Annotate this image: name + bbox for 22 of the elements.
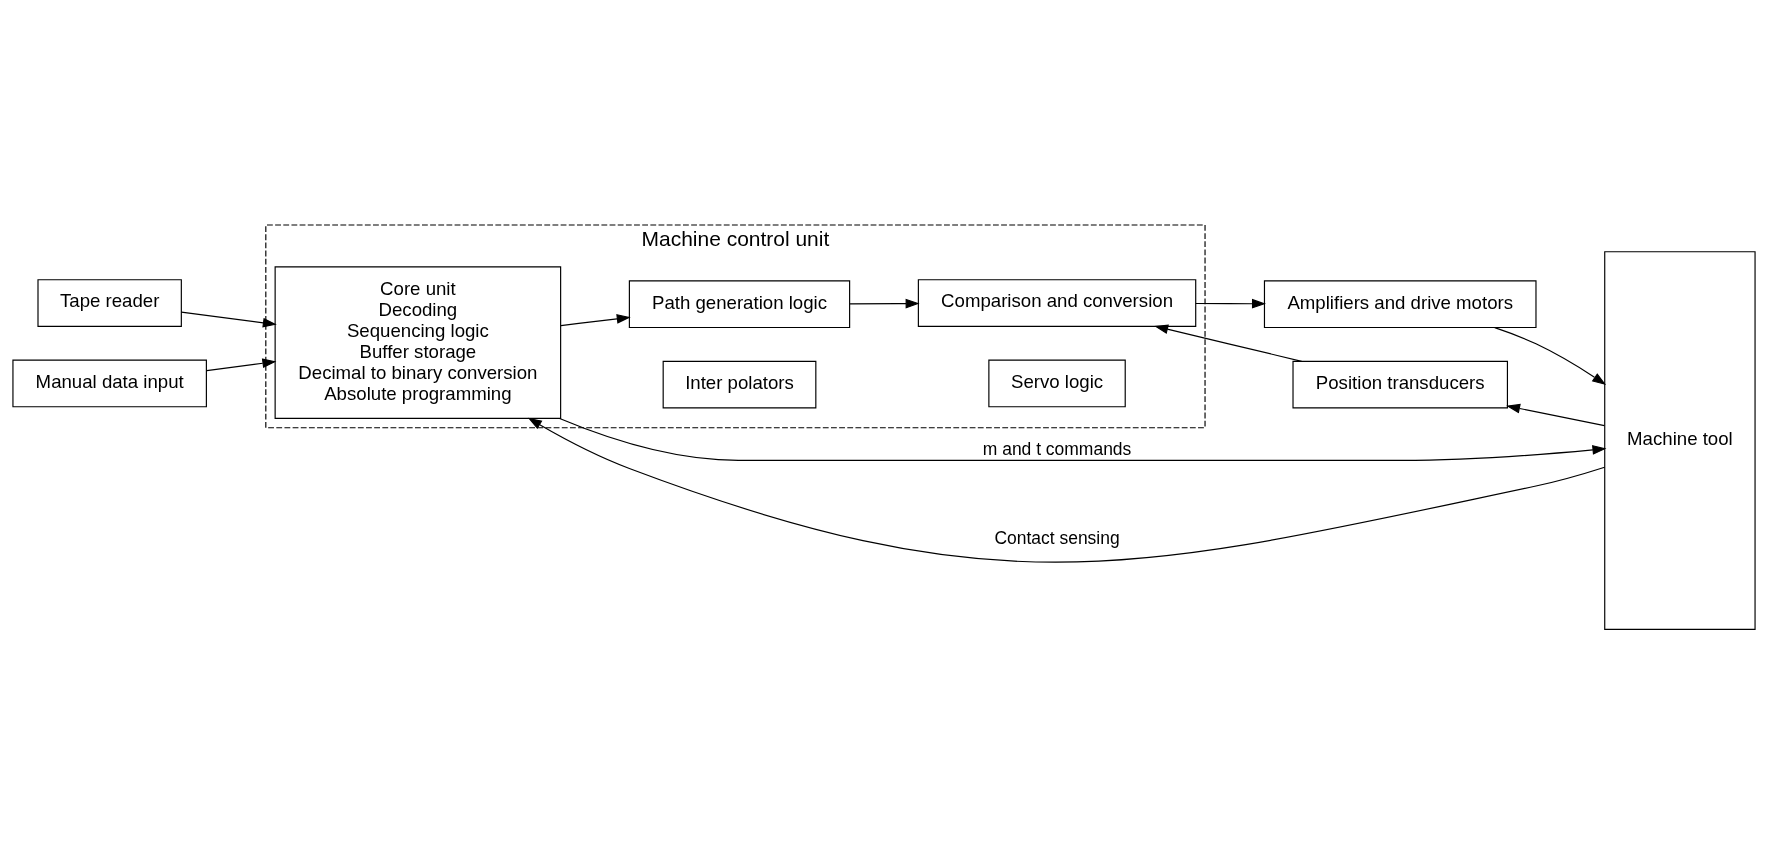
edge-label: m and t commands [982, 438, 1132, 459]
node-box: Core unit Decoding Sequencing logic Buffer storage Decimal to binary conversion Absolute programming [274, 266, 562, 419]
node-box: Servo logic [988, 359, 1126, 408]
edge-label: Contact sensing [994, 528, 1120, 549]
node-box: Tape reader [37, 279, 182, 327]
arrow [1494, 327, 1607, 386]
arrow [1195, 298, 1266, 309]
arrow [527, 417, 1606, 563]
node-box: Machine tool [1604, 251, 1756, 630]
arrow [559, 417, 1607, 461]
arrow [849, 298, 920, 309]
node-box: Inter polators [662, 360, 817, 409]
node-box: Position transducers [1292, 360, 1508, 409]
node-box: Path generation logic [628, 280, 851, 329]
arrow [1506, 403, 1605, 427]
arrow [180, 311, 277, 328]
node-box: Comparison and conversion [917, 279, 1197, 327]
arrow [206, 358, 277, 372]
node-box: Amplifiers and drive motors [1263, 280, 1537, 329]
node-box: Manual data input [12, 359, 207, 408]
arrow [1154, 324, 1303, 362]
arrow [560, 314, 631, 327]
